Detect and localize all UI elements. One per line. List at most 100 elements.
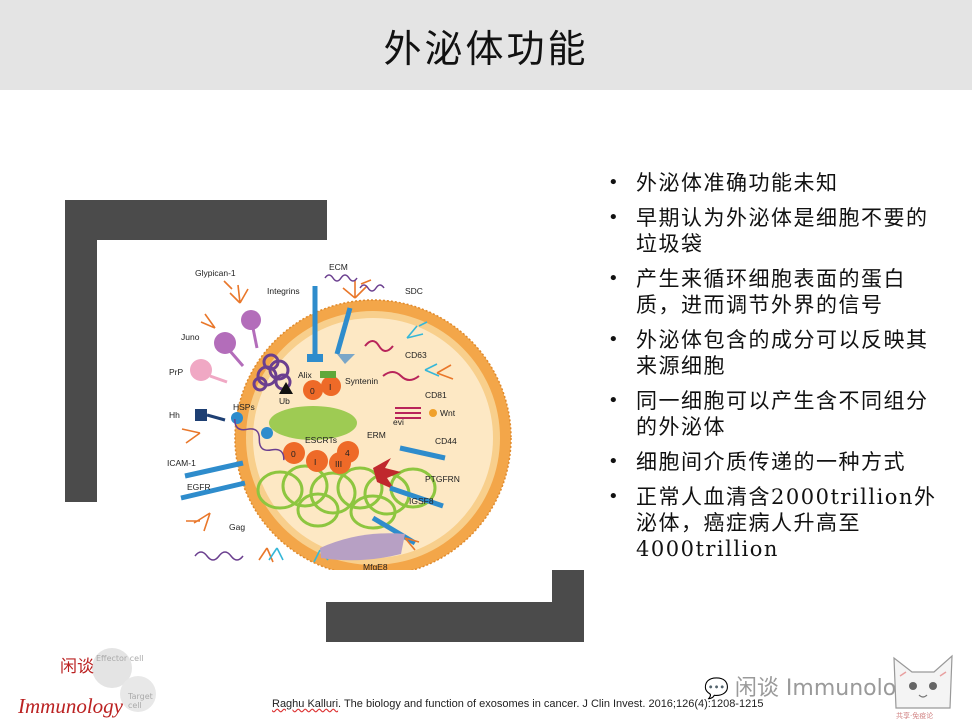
bullet-list: • 外泌体准确功能未知 • 早期认为外泌体是细胞不要的垃圾袋 • 产生来循环细胞表面的…: [608, 170, 948, 571]
mfge8-label: MfgE8: [363, 562, 388, 570]
syntenin-shape: [337, 354, 355, 364]
gag-label: Gag: [229, 522, 245, 532]
alix-label: Alix: [298, 370, 312, 380]
bullet-dot-icon: •: [608, 207, 621, 228]
glypican-label: Glypican-1: [195, 268, 236, 278]
escrt-ball-4: [337, 441, 359, 463]
evi-label: evi: [393, 417, 404, 427]
wnt-label: Wnt: [440, 408, 456, 418]
bullet-text: 产生来循环细胞表面的蛋白质，进而调节外界的信号: [636, 267, 906, 317]
icam-label: ICAM-1: [167, 458, 196, 468]
igsf8-label: IGSF8: [409, 496, 434, 506]
alix-bar: [320, 371, 336, 378]
bullet-text: 正常人血清含2000trillion外泌体，癌症病人升高至4000trillio…: [636, 485, 937, 561]
hsp-dot-1: [231, 412, 243, 424]
hh-label: Hh: [169, 410, 180, 420]
bullet-item: • 正常人血清含2000trillion外泌体，癌症病人升高至4000trilli…: [608, 484, 948, 562]
watermark-text: 闲谈 Immunology: [734, 676, 924, 701]
ecm-label: ECM: [329, 262, 348, 272]
immunology-logo: Effector cell Target cell 闲谈 Immunology: [8, 648, 156, 724]
mfge8-shape: [320, 533, 405, 561]
glycans: [181, 279, 454, 563]
cat-sticker: 共享·免疫论: [886, 648, 960, 720]
bullet-item: • 早期认为外泌体是细胞不要的垃圾袋: [608, 205, 948, 257]
bullet-item: • 细胞间介质传递的一种方式: [608, 449, 948, 475]
cd63-label: CD63: [405, 350, 427, 360]
syntenin-label: Syntenin: [345, 376, 378, 386]
bullet-item: • 产生来循环细胞表面的蛋白质，进而调节外界的信号: [608, 266, 948, 318]
effector-cell-label: Effector cell: [96, 654, 144, 663]
frame-top-left-horizontal: [65, 200, 327, 240]
prp-label: PrP: [169, 367, 184, 377]
citation-author: Raghu Kalluri: [272, 698, 339, 710]
ub-label: Ub: [279, 396, 290, 406]
escrt-ball-1: [306, 450, 328, 472]
logo-chinese-text: 闲谈: [60, 657, 94, 677]
ecm-squiggle: [324, 274, 358, 282]
bullet-dot-icon: •: [608, 172, 621, 193]
cd81-label: CD81: [425, 390, 447, 400]
hsp-dot-2: [261, 427, 273, 439]
dna-strand-outer: [194, 551, 244, 561]
ptgfrn-label: PTGFRN: [425, 474, 460, 484]
egfr-label: EGFR: [187, 482, 211, 492]
integrin-base: [307, 354, 323, 362]
erm-label: ERM: [367, 430, 386, 440]
alix-1-text: I: [329, 382, 331, 392]
cat-icon: 共享·免疫论: [893, 654, 953, 720]
tetraspanin-coils: [364, 340, 421, 419]
exosome-illustration: 0 I III 4 ESCRTs 0 I Alix Ub HSPs ERM ev…: [167, 262, 512, 570]
hh-box: [195, 409, 207, 421]
ub-triangle: [279, 382, 293, 394]
bullet-dot-icon: •: [608, 329, 621, 350]
exosome-diagram: 0 I III 4 ESCRTs 0 I Alix Ub HSPs ERM ev…: [155, 258, 600, 570]
alix-ball-1: [321, 376, 341, 396]
sdc-label: SDC: [405, 286, 423, 296]
cat-caption: 共享·免疫论: [896, 711, 933, 720]
bullet-item: • 外泌体包含的成分可以反映其来源细胞: [608, 327, 948, 379]
hsps-label: HSPs: [233, 402, 255, 412]
frame-top-left-vertical: [65, 200, 97, 502]
target-cell-label: Target cell: [128, 692, 153, 710]
sdc-squiggle: [359, 284, 385, 292]
title-bar: [0, 0, 972, 90]
bullet-text: 外泌体准确功能未知: [636, 171, 839, 195]
bullet-dot-icon: •: [608, 451, 621, 472]
dna-strand: [234, 418, 285, 461]
escrt-1-text: I: [314, 457, 316, 467]
bullet-text: 细胞间介质传递的一种方式: [636, 450, 906, 474]
juno-protein: [214, 332, 236, 354]
glypican-protein: [241, 310, 261, 330]
target-cell-circle: [120, 676, 156, 712]
green-blob: [269, 406, 357, 440]
alix-ball-0: [303, 380, 323, 400]
wechat-icon: 💬: [704, 676, 729, 700]
escrts-label: ESCRTs: [305, 435, 337, 445]
bullet-text: 外泌体包含的成分可以反映其来源细胞: [636, 328, 929, 378]
bullet-item: • 同一细胞可以产生含不同组分的外泌体: [608, 388, 948, 440]
bullet-dot-icon: •: [608, 486, 621, 507]
logo-english-text: Immunology: [18, 694, 123, 718]
slide-title: 外泌体功能: [383, 27, 589, 71]
erm-shape: [373, 458, 401, 490]
escrt-0-text: 0: [291, 449, 296, 459]
juno-label: Juno: [181, 332, 200, 342]
wechat-watermark: 💬闲谈 Immunology: [704, 670, 923, 702]
integrins-label: Integrins: [267, 286, 300, 296]
cd44-label: CD44: [435, 436, 457, 446]
wnt-dot: [429, 409, 437, 417]
bullet-text: 早期认为外泌体是细胞不要的垃圾袋: [636, 206, 929, 256]
escrt-4-text: 4: [345, 448, 350, 458]
citation: Raghu Kalluri. The biology and function …: [272, 698, 763, 710]
bullet-text: 同一细胞可以产生含不同组分的外泌体: [636, 389, 929, 439]
citation-text: . The biology and function of exosomes i…: [338, 698, 764, 710]
alix-0-text: 0: [310, 386, 315, 396]
transmembrane-rods: [180, 286, 446, 546]
escrt-ball-0: [283, 442, 305, 464]
escrt-3-text: III: [335, 459, 342, 469]
prp-protein: [190, 359, 212, 381]
bullet-dot-icon: •: [608, 390, 621, 411]
bullet-item: • 外泌体准确功能未知: [608, 170, 948, 196]
bullet-dot-icon: •: [608, 268, 621, 289]
frame-bottom-right-horizontal: [326, 602, 584, 642]
